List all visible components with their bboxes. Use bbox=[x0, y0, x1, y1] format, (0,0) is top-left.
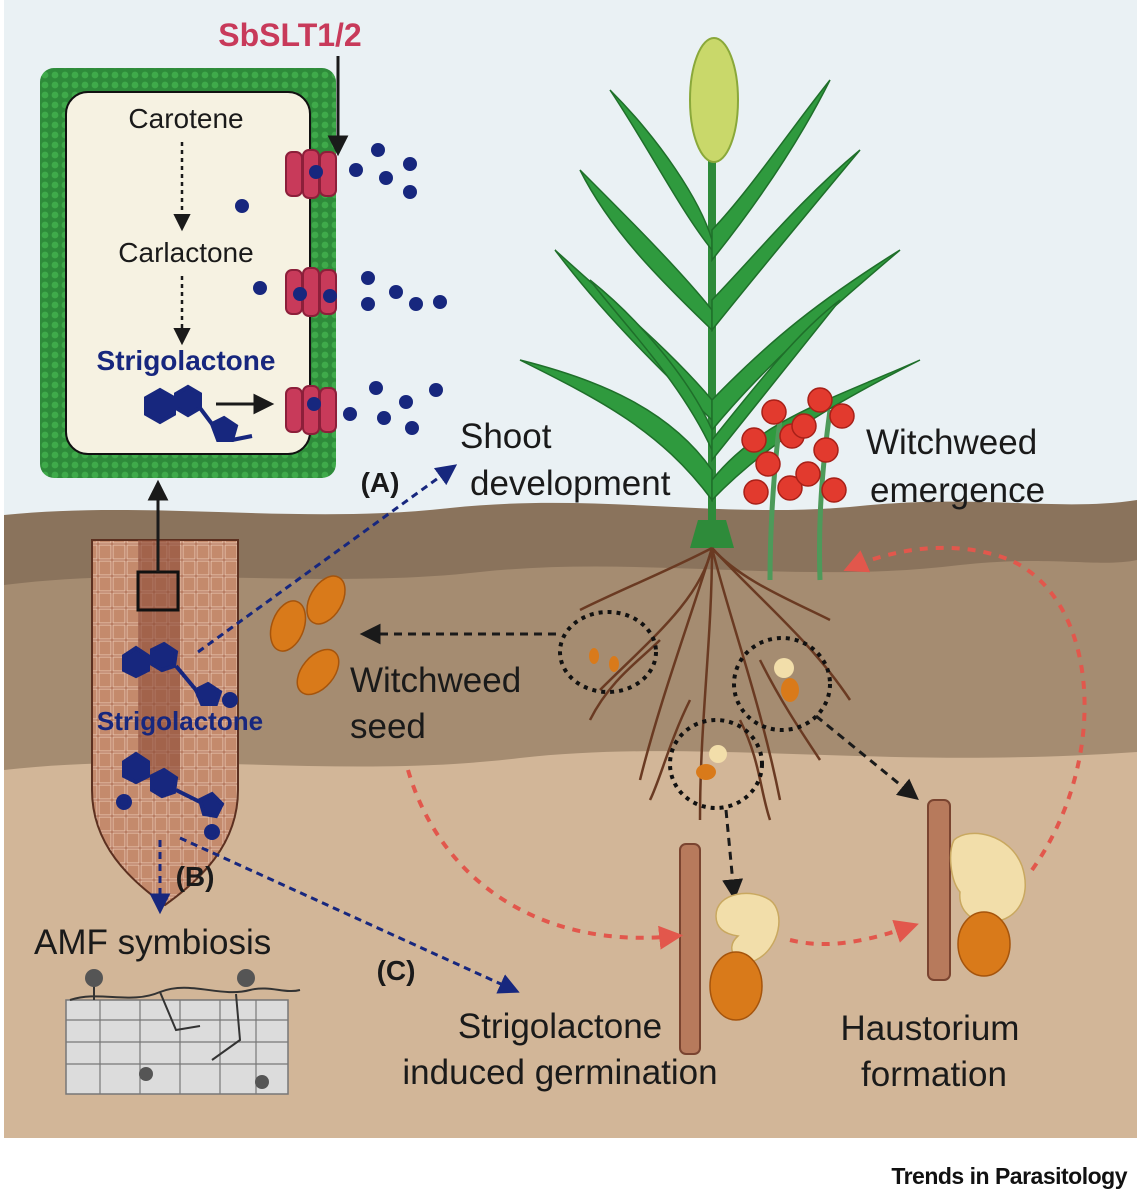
haustorium-line-2: formation bbox=[861, 1055, 1007, 1094]
haustorium-label: Haustorium formation bbox=[841, 1009, 1020, 1094]
haustorium-line-1: Haustorium bbox=[841, 1009, 1020, 1048]
witchweed-emergence-label: Witchweed emergence bbox=[866, 423, 1045, 510]
germination-line-2: induced germination bbox=[402, 1053, 717, 1092]
transporter-label: SbSLT1/2 bbox=[218, 17, 361, 53]
amf-illustration bbox=[65, 969, 301, 1095]
plant-leaves bbox=[519, 79, 921, 503]
plant-roots bbox=[579, 546, 852, 821]
pathway-strigolactone: Strigolactone bbox=[97, 345, 276, 376]
zoom-circle-contents bbox=[589, 648, 799, 780]
witchweed-seed-label: Witchweed seed bbox=[350, 661, 521, 746]
amf-symbiosis-label: AMF symbiosis bbox=[34, 923, 271, 962]
plant-cell: Carotene Carlactone Strigolactone bbox=[40, 17, 447, 478]
witchweed-flowers bbox=[741, 387, 855, 505]
strigolactone-molecule-root bbox=[116, 641, 238, 840]
lifecycle-arrows bbox=[406, 545, 1087, 950]
witchweed-seed-line-1: Witchweed bbox=[350, 661, 521, 700]
signal-arrows bbox=[149, 464, 520, 994]
arrow-a bbox=[197, 464, 458, 654]
shoot-development-line-1: Shoot bbox=[460, 417, 552, 456]
germination-label: Strigolactone induced germination bbox=[402, 1007, 717, 1092]
witchweed-seed-line-2: seed bbox=[350, 707, 426, 746]
process-arrows bbox=[359, 623, 919, 901]
lifecycle-haustorium-to-emergence bbox=[843, 545, 1087, 872]
sorghum-plant bbox=[519, 37, 921, 821]
arrow-to-haustorium bbox=[815, 714, 919, 800]
pathway-carotene: Carotene bbox=[128, 103, 243, 134]
strigolactone-molecule-cell bbox=[144, 384, 253, 442]
germination-line-1: Strigolactone bbox=[458, 1007, 662, 1046]
panicle bbox=[689, 37, 739, 163]
plant-base bbox=[690, 520, 734, 548]
germination-stage bbox=[679, 843, 780, 1055]
pathway-carlactone: Carlactone bbox=[118, 237, 253, 268]
panel-label-c: (C) bbox=[377, 955, 416, 986]
exported-molecules bbox=[235, 143, 447, 435]
panel-label-b: (B) bbox=[176, 861, 215, 892]
arrow-c bbox=[179, 836, 520, 994]
lifecycle-seed-to-germination bbox=[406, 769, 684, 950]
shoot-development-label: Shoot development bbox=[460, 417, 671, 503]
arrow-to-germination bbox=[722, 809, 744, 901]
background bbox=[4, 0, 1137, 1138]
witchweed-seeds bbox=[269, 575, 346, 696]
root-strigolactone-label: Strigolactone bbox=[97, 706, 263, 736]
witchweed-emergence-line-2: emergence bbox=[870, 471, 1045, 510]
root-tip: Strigolactone bbox=[91, 479, 263, 907]
witchweed-emerged bbox=[741, 387, 855, 581]
zoom-circles bbox=[558, 610, 832, 810]
haustorium-stage bbox=[927, 799, 1026, 981]
shoot-development-line-2: development bbox=[470, 464, 671, 503]
witchweed-emergence-line-1: Witchweed bbox=[866, 423, 1037, 462]
journal-credit: Trends in Parasitology bbox=[891, 1163, 1127, 1189]
panel-label-a: (A) bbox=[361, 467, 400, 498]
